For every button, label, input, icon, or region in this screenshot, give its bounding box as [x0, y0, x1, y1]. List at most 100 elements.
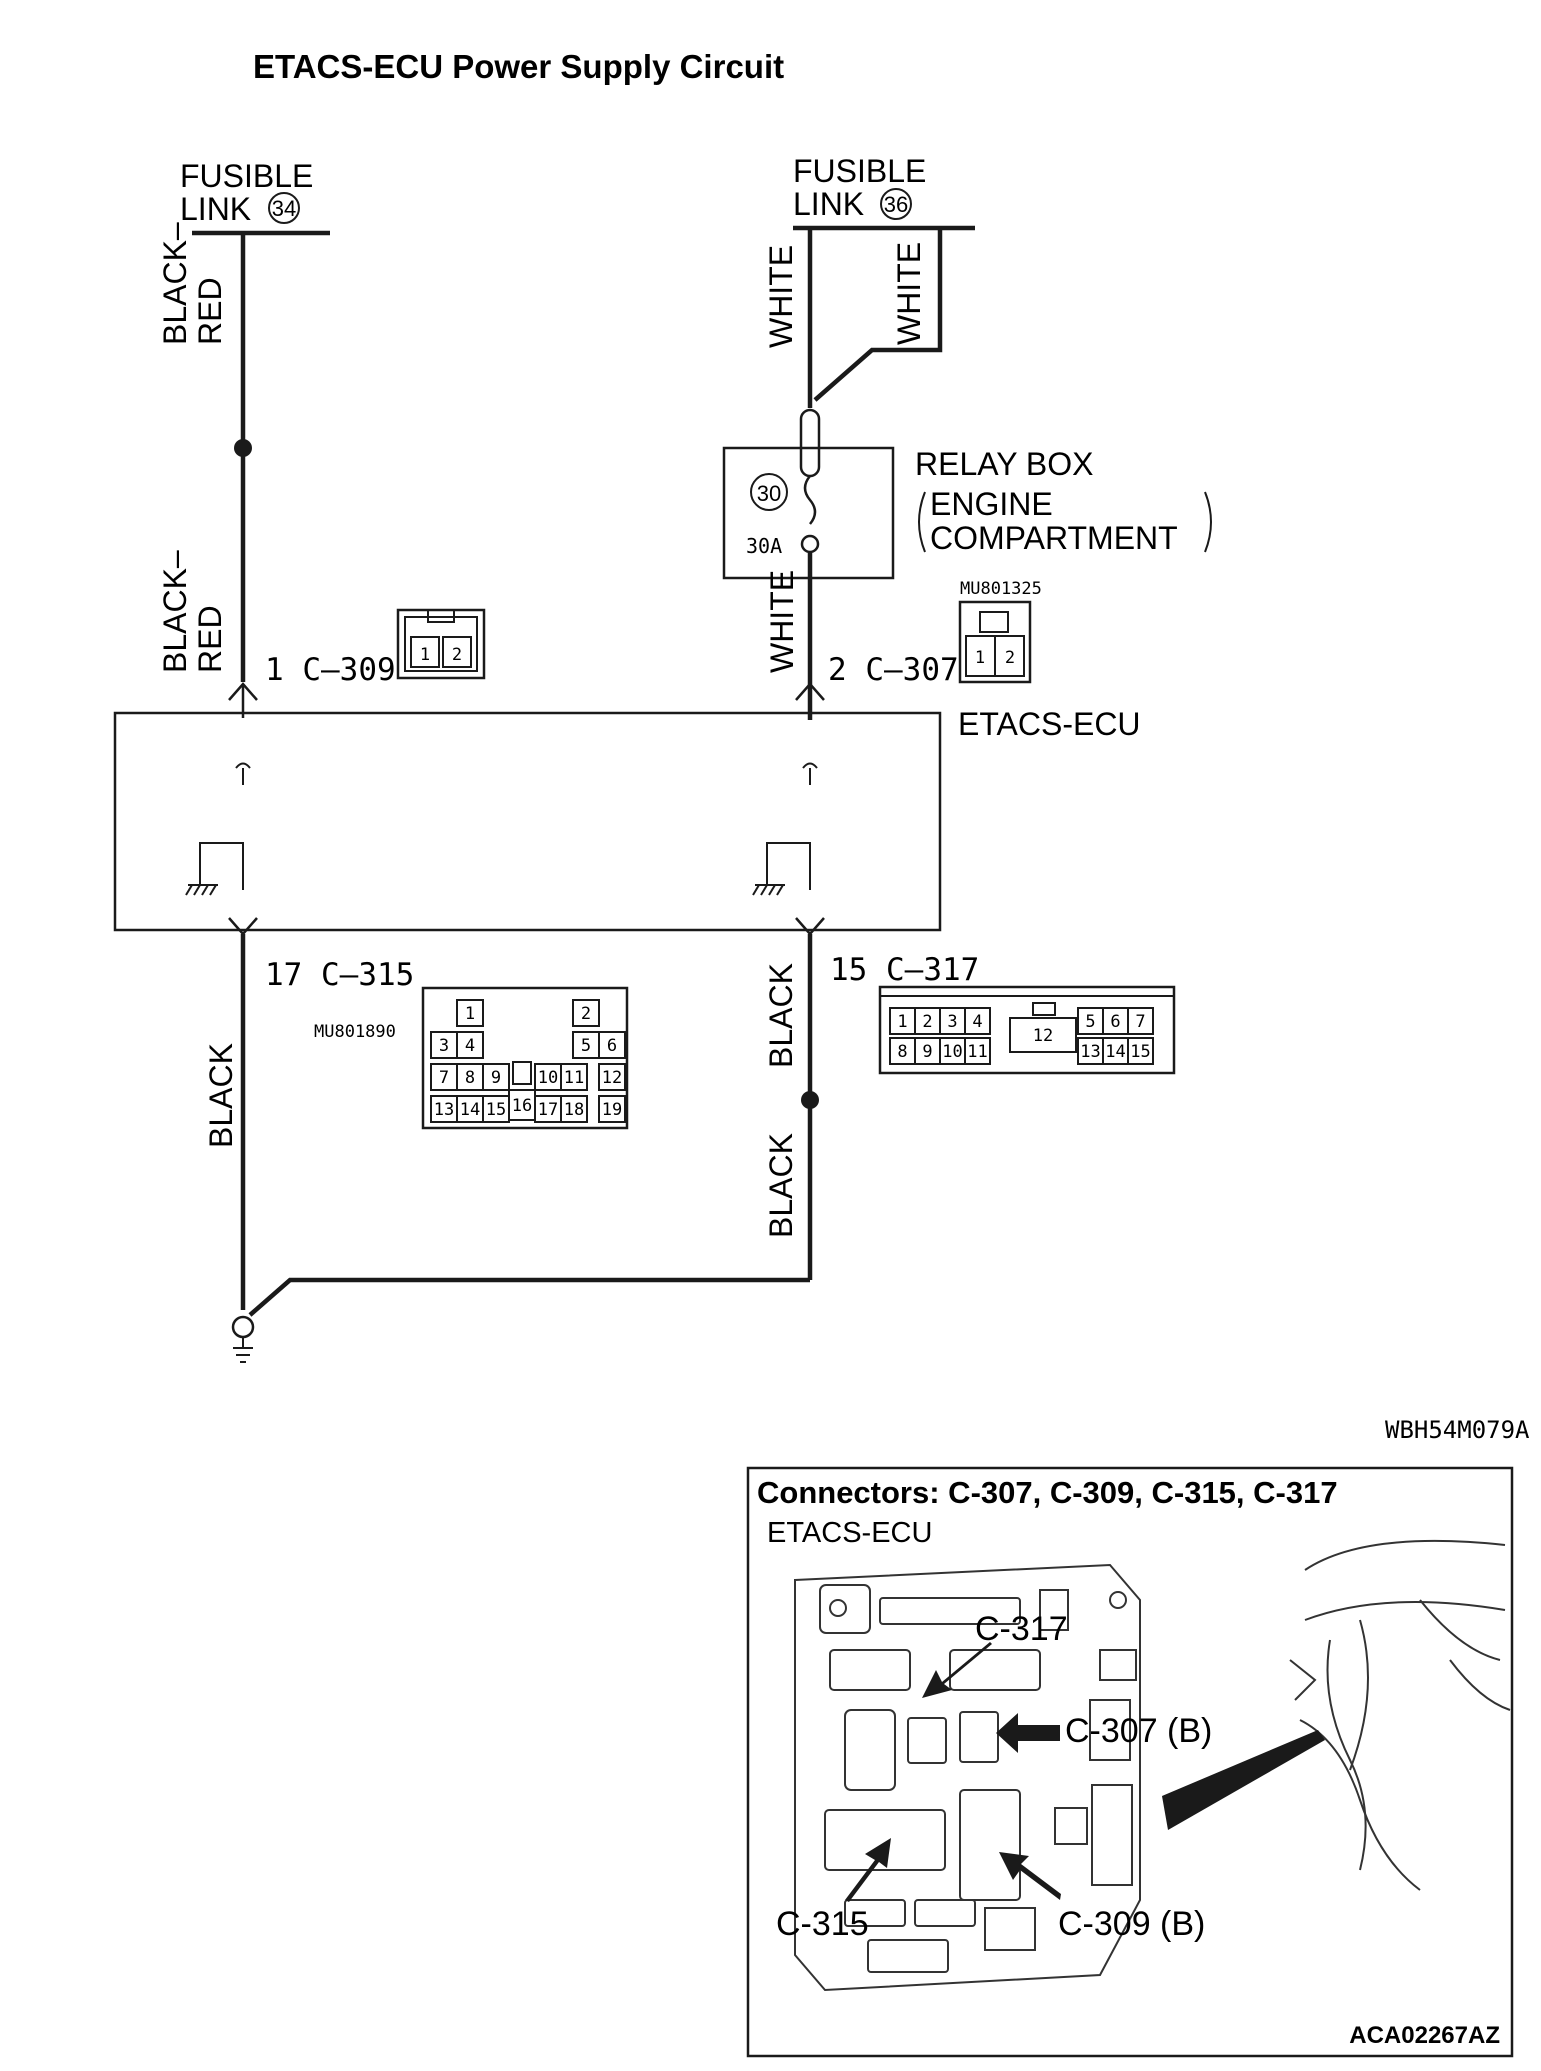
c307-pin-1: 1 [975, 648, 985, 668]
c309-label: 1 C–309 [265, 652, 396, 688]
fusible-link-34-line2: LINK [180, 191, 251, 227]
fusible-link-34-number-circle [268, 192, 300, 224]
svg-text:C-317: C-317 [975, 1610, 1068, 1648]
wire-label-black-3: BLACK [763, 1133, 799, 1238]
inset-title: Connectors: C-307, C-309, C-315, C-317 [757, 1475, 1338, 1510]
c317-pin-1: 1 [897, 1012, 907, 1032]
c315-pin-6: 6 [607, 1036, 617, 1056]
c315-label: 17 C–315 [265, 957, 414, 993]
vehicle-dashboard-illustration [1289, 1539, 1511, 1891]
c315-pin-9: 9 [491, 1068, 501, 1088]
c315-part-number: MU801890 [314, 1022, 396, 1042]
c317-pin-4: 4 [972, 1012, 982, 1032]
c309-connector-face: 1 2 [396, 608, 486, 680]
fuse-number-circle [750, 473, 788, 511]
c317-pin-15: 15 [1130, 1042, 1150, 1062]
ecu-internal-ground-right [766, 842, 811, 890]
c315-pin-19: 19 [602, 1100, 622, 1120]
c315-pin-4: 4 [465, 1036, 475, 1056]
etacs-ecu-illustration [794, 1563, 1141, 1992]
wire-label-black-red-2a: BLACK– [157, 550, 193, 673]
c317-arrow [795, 917, 825, 936]
c309-pin-1: 1 [420, 645, 430, 665]
figure-code: WBH54M079A [1385, 1416, 1530, 1444]
wire-white-right [813, 228, 943, 402]
c315-pin-17: 17 [538, 1100, 558, 1120]
c315-pin-10: 10 [538, 1068, 558, 1088]
c317-pin-2: 2 [922, 1012, 932, 1032]
c317-pin-11: 11 [967, 1042, 987, 1062]
splice-point-right [801, 1091, 819, 1109]
c307-part-number: MU801325 [960, 579, 1042, 599]
c315-pin-7: 7 [439, 1068, 449, 1088]
callout-c315: C-315 [776, 1838, 891, 1943]
c315-pin-5: 5 [581, 1036, 591, 1056]
c317-pin-13: 13 [1080, 1042, 1100, 1062]
fusible-link-36-line2: LINK [793, 186, 864, 222]
c317-label: 15 C–317 [830, 952, 979, 988]
c315-pin-3: 3 [439, 1036, 449, 1056]
c309-pin-2: 2 [452, 645, 462, 665]
page-title: ETACS-ECU Power Supply Circuit [253, 48, 784, 85]
svg-text:C-307 (B): C-307 (B) [1065, 1712, 1212, 1750]
callout-c307: C-307 (B) [996, 1712, 1212, 1753]
c315-pin-8: 8 [465, 1068, 475, 1088]
c315-pin-11: 11 [564, 1068, 584, 1088]
fuse-number: 30 [757, 481, 781, 506]
c317-pin-7: 7 [1135, 1012, 1145, 1032]
c317-pin-12: 12 [1033, 1026, 1053, 1046]
connector-location-inset [746, 1466, 1514, 2058]
relay-box-paren-right [1204, 491, 1212, 553]
inset-subtitle: ETACS-ECU [767, 1517, 932, 1549]
wire-label-black-2: BLACK [763, 963, 799, 1068]
splice-point-left [234, 439, 252, 457]
relay-box-label-engine: ENGINE [930, 486, 1053, 522]
fusible-link-36-line1: FUSIBLE [793, 153, 926, 189]
fusible-link-34-number: 34 [272, 196, 296, 221]
fusible-link-34-line1: FUSIBLE [180, 158, 313, 194]
c315-pin-14: 14 [460, 1100, 480, 1120]
wire-black-return [248, 1277, 810, 1317]
ecu-label: ETACS-ECU [958, 706, 1141, 742]
etacs-ecu-box [113, 711, 942, 932]
wire-label-white-1: WHITE [763, 245, 799, 348]
fuse-holder [799, 408, 821, 478]
wire-label-black-red-2b: RED [192, 605, 228, 673]
callout-c317: C-317 [922, 1610, 1068, 1698]
wire-label-black-red-1b: RED [192, 277, 228, 345]
c307-arrow [795, 682, 825, 701]
c315-pin-13: 13 [434, 1100, 454, 1120]
c317-pin-3: 3 [947, 1012, 957, 1032]
ecu-internal-ground-left [199, 842, 244, 890]
fusible-link-36-number: 36 [884, 192, 908, 217]
c317-pin-6: 6 [1110, 1012, 1120, 1032]
c315-arrow [228, 917, 258, 936]
callout-c309: C-309 (B) [999, 1852, 1205, 1943]
fuse-rating: 30A [746, 534, 782, 558]
wire-label-black-red-1a: BLACK– [157, 222, 193, 345]
c315-pin-2: 2 [581, 1004, 591, 1024]
c315-pin-1: 1 [465, 1004, 475, 1024]
svg-text:C-309 (B): C-309 (B) [1058, 1905, 1205, 1943]
c315-pin-18: 18 [564, 1100, 584, 1120]
relay-box-label: RELAY BOX [915, 446, 1093, 482]
c317-pin-5: 5 [1085, 1012, 1095, 1032]
fusible-link-36-number-circle [880, 188, 912, 220]
c317-pin-10: 10 [942, 1042, 962, 1062]
c315-pin-16: 16 [512, 1096, 532, 1116]
wire-label-black-1: BLACK [203, 1043, 239, 1148]
c317-pin-8: 8 [897, 1042, 907, 1062]
svg-text:C-315: C-315 [776, 1905, 869, 1943]
fuse-element [803, 475, 817, 525]
c317-pin-9: 9 [922, 1042, 932, 1062]
ground-icon [231, 1315, 255, 1363]
c307-label: 2 C–307 [828, 652, 959, 688]
relay-box-paren-left [918, 491, 926, 553]
c307-connector-face: 1 2 [958, 600, 1032, 684]
c317-pin-14: 14 [1105, 1042, 1125, 1062]
wire-label-white-2: WHITE [891, 242, 927, 345]
wire-label-white-3: WHITE [764, 570, 800, 673]
